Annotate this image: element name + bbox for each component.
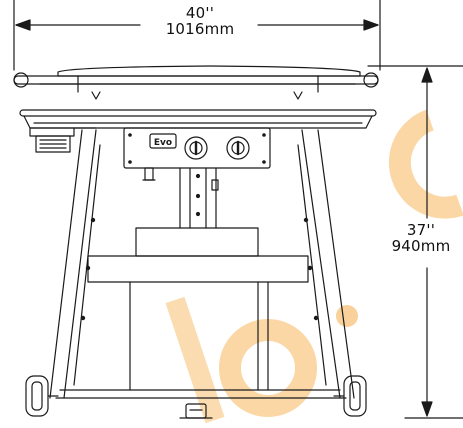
width-metric: 1016mm <box>165 20 235 38</box>
grill-lid <box>13 65 379 100</box>
wheel-right <box>333 375 367 417</box>
width-dimension <box>13 0 381 71</box>
watermark <box>165 109 463 424</box>
height-label: 37'' 940mm <box>376 222 463 254</box>
lid-handle-right <box>363 72 379 88</box>
watermark-dot <box>336 305 358 327</box>
bottom-latch <box>179 403 213 419</box>
width-arrow-right <box>363 19 379 31</box>
height-arrow-top <box>421 67 433 83</box>
height-imperial: 37'' <box>406 221 436 239</box>
height-metric: 940mm <box>391 237 451 255</box>
center-column <box>179 167 219 229</box>
side-cup <box>29 127 97 153</box>
control-panel <box>123 127 271 181</box>
cooking-surface <box>19 109 377 129</box>
height-dimension <box>367 65 463 419</box>
lid-handle-left <box>13 72 29 88</box>
width-label: 40'' 1016mm <box>150 5 250 37</box>
knob-right <box>226 136 250 160</box>
wheel-left <box>25 375 59 417</box>
watermark-letter-d <box>165 296 225 424</box>
width-arrow-left <box>15 19 31 31</box>
brand-badge: Evo <box>154 138 172 148</box>
cart-frame <box>49 129 355 399</box>
width-imperial: 40'' <box>185 4 215 22</box>
watermark-letter-c <box>388 109 463 219</box>
height-arrow-bottom <box>421 401 433 417</box>
knob-left <box>184 136 208 160</box>
